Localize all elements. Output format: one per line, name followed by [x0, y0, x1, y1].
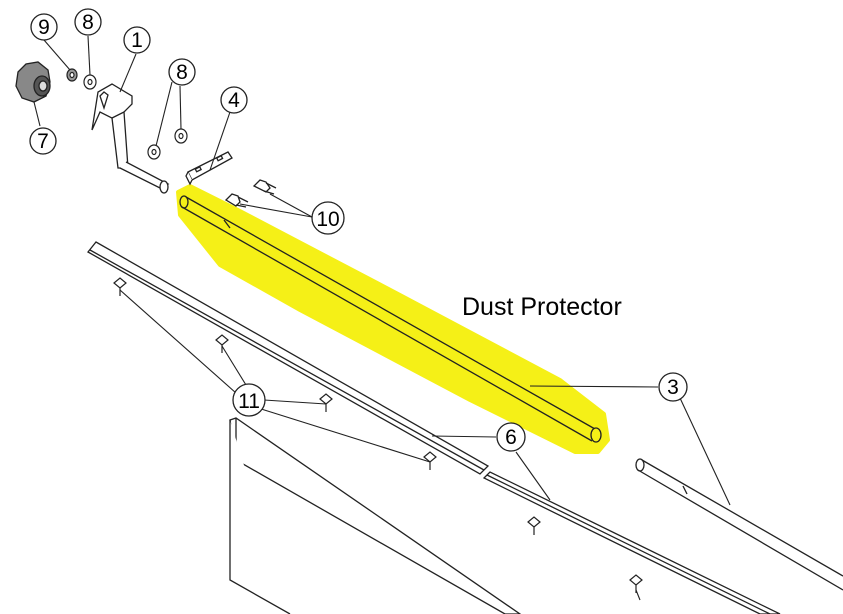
- callout-9-label: 9: [38, 16, 50, 39]
- diagram-title: Dust Protector: [462, 293, 622, 321]
- callout-6: 6: [496, 422, 526, 452]
- plate-part: [185, 151, 233, 186]
- callout-6-label: 6: [505, 426, 517, 449]
- callout-3-label: 3: [667, 376, 679, 399]
- panel-part: [229, 417, 522, 614]
- callout-11: 11: [232, 383, 266, 417]
- nut-part: [66, 68, 78, 82]
- callout-8-lower: 8: [168, 58, 196, 86]
- callout-9: 9: [30, 13, 58, 41]
- knob-part: [15, 61, 51, 103]
- second-rod: [635, 458, 843, 591]
- callout-4: 4: [220, 86, 248, 114]
- dust-protector-highlight: [176, 184, 610, 454]
- callout-11-label: 11: [238, 390, 260, 413]
- leader-lines: [33, 35, 731, 601]
- callout-1: 1: [123, 26, 151, 54]
- small-screws: [113, 277, 643, 593]
- dust-protector-rod: [179, 195, 602, 443]
- bracket-part: [91, 83, 170, 194]
- strip-part-upper: [87, 241, 490, 475]
- callout-8-upper-label: 8: [82, 11, 94, 34]
- callout-7: 7: [29, 127, 57, 155]
- callout-10: 10: [311, 201, 345, 235]
- callout-10-label: 10: [316, 208, 339, 231]
- screws-part: [224, 179, 277, 208]
- washers: [83, 74, 188, 160]
- callout-3: 3: [658, 372, 688, 402]
- callout-8-upper: 8: [74, 8, 102, 36]
- callout-4-label: 4: [228, 89, 240, 112]
- strip-part-lower: [482, 471, 781, 614]
- callout-8-lower-label: 8: [176, 61, 188, 84]
- callout-7-label: 7: [37, 130, 49, 153]
- callout-1-label: 1: [131, 29, 143, 52]
